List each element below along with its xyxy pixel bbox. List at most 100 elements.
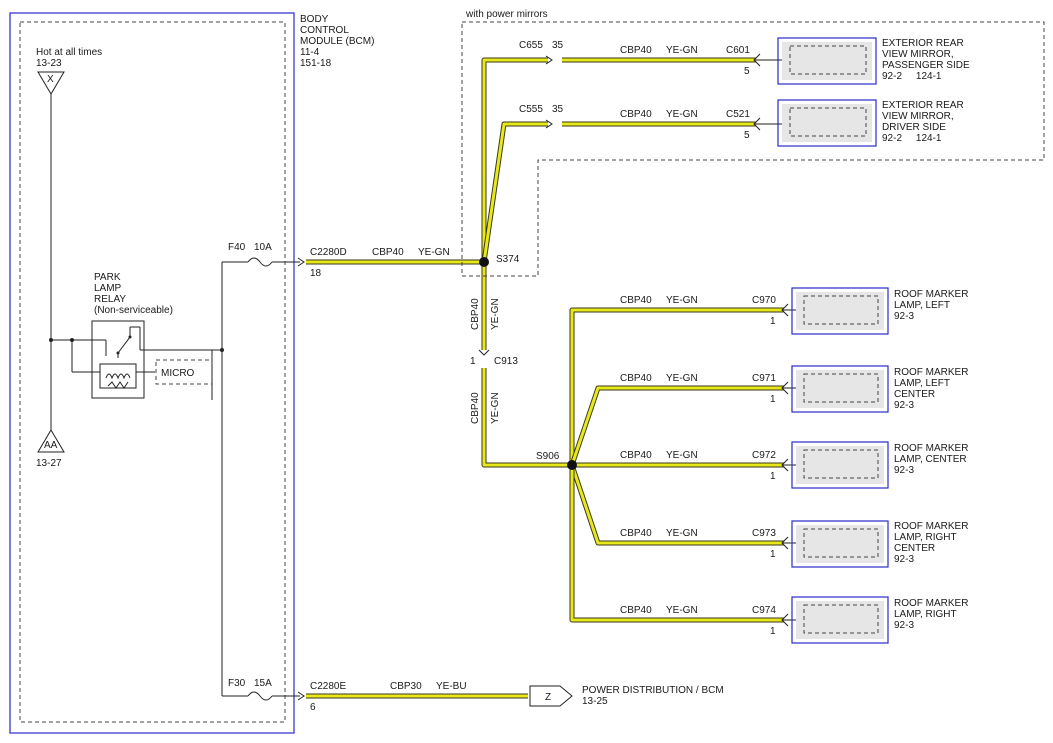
roof-lamp-right-center-name-1: ROOF MARKER [894,521,968,532]
wire-mirror-driver [481,121,756,263]
roof-lamp-right-name-2: LAMP, RIGHT [894,609,957,620]
power-distribution-ref: 13-25 [582,696,608,707]
roof-lamp-left-connector: C970 [752,295,776,306]
mirror-driver-circuit: CBP40 [620,109,652,120]
mirror-driver-name-3: DRIVER SIDE [882,122,946,133]
inline-c655-icon [545,55,553,65]
mirror-passenger-connector: C601 [726,45,750,56]
wire-lower-vert-color: YE-GN [490,392,501,424]
hot-label: Hot at all times [36,47,102,58]
roof-lamp-right-center-pin: 1 [770,549,776,560]
roof-lamp-right-center: CBP40 YE-GN C973 1 ROOF MARKER LAMP, RIG… [620,520,968,568]
relay-line-1: PARK [94,272,121,283]
power-mirrors-region [461,21,1045,277]
pin-c2280d-connector: C2280D [310,247,347,258]
fuse-f40-icon [222,257,300,267]
wire-main-vert-color: YE-GN [490,298,501,330]
inline-c555-icon [545,119,553,129]
relay-coil-icon [71,340,155,389]
micro-label: MICRO [161,368,195,379]
roof-lamp-right-center-color: YE-GN [666,528,698,539]
mirror-driver-ref: 92-2 124-1 [882,133,942,144]
mirror-passenger-circuit: CBP40 [620,45,652,56]
bcm-module-box [9,12,295,734]
pin-c2280d-arrow-icon [297,257,305,267]
wire-mirror-passenger [481,57,756,262]
ground-connector-icon: AA [37,429,65,453]
pin-c2280e-circuit: CBP30 [390,681,422,692]
roof-lamp-right-ref: 92-3 [894,620,914,631]
pin-c2280e-connector: C2280E [310,681,346,692]
mirror-passenger-name-2: VIEW MIRROR, [882,49,954,60]
bcm-name-line-2: CONTROL [300,25,349,36]
splice-s906 [567,460,577,470]
roof-lamp-left-center-name-3: CENTER [894,389,935,400]
splice-s374 [479,257,489,267]
bcm-ref-1: 11-4 [300,47,320,58]
power-mirrors-label: with power mirrors [465,9,548,20]
roof-lamp-center-connector: C972 [752,450,776,461]
roof-lamp-right-name-1: ROOF MARKER [894,598,968,609]
power-distribution-label: POWER DISTRIBUTION / BCM [582,685,724,696]
pin-c2280e-pin: 6 [310,702,316,713]
splice-s906-label: S906 [536,451,560,462]
roof-lamp-center: CBP40 YE-GN C972 1 ROOF MARKER LAMP, CEN… [620,441,968,489]
relay-line-3: RELAY [94,294,126,305]
mirror-passenger-inline: C655 [519,40,543,51]
svg-text:Z: Z [545,692,551,703]
roof-lamp-center-ref: 92-3 [894,465,914,476]
roof-lamp-left-center-pin: 1 [770,394,776,405]
svg-text:AA: AA [44,440,58,451]
micro-box [155,359,213,385]
roof-lamp-right-circuit: CBP40 [620,605,652,616]
pin-c2280e-color: YE-BU [436,681,467,692]
wire-roof-1 [569,307,784,465]
fuse-f40-id: F40 [228,242,246,253]
roof-lamp-center-name-1: ROOF MARKER [894,443,968,454]
pin-c2280d-color: YE-GN [418,247,450,258]
roof-lamp-center-color: YE-GN [666,450,698,461]
roof-lamp-left: CBP40 YE-GN C970 1 ROOF MARKER LAMP, LEF… [620,287,968,335]
ground-ref: 13-27 [36,458,62,469]
fuse-f30-icon [222,691,300,701]
roof-lamp-left-name-1: ROOF MARKER [894,289,968,300]
mirror-passenger-ref: 92-2 124-1 [882,71,942,82]
wire-roof-2 [569,385,784,466]
roof-lamp-right-center-connector: C973 [752,528,776,539]
wire-cbp40-main [306,259,487,350]
fuse-f30-amps: 15A [254,678,272,689]
mirror-passenger-inline-pin: 35 [552,40,564,51]
wire-roof-4 [569,464,784,546]
mirror-passenger-name-1: EXTERIOR REAR [882,38,964,49]
pin-c2280d-pin: 18 [310,268,322,279]
roof-lamp-left-center-circuit: CBP40 [620,373,652,384]
hot-ref: 13-23 [36,58,62,69]
roof-lamp-right-center-name-3: CENTER [894,543,935,554]
relay-line-4: (Non-serviceable) [94,305,173,316]
roof-lamp-right-color: YE-GN [666,605,698,616]
power-distribution-connector-icon: Z [529,685,573,707]
mirror-driver-inline-pin: 35 [552,104,564,115]
c913-arrow-icon [478,349,490,356]
roof-lamp-left-color: YE-GN [666,295,698,306]
mirror-driver-inline: C555 [519,104,543,115]
roof-lamp-left-center-name-2: LAMP, LEFT [894,378,950,389]
roof-lamp-left-center-color: YE-GN [666,373,698,384]
pin-c2280e-arrow-icon [297,691,305,701]
roof-lamp-right-connector: C974 [752,605,776,616]
roof-lamp-right-center-ref: 92-3 [894,554,914,565]
roof-lamp-right: CBP40 YE-GN C974 1 ROOF MARKER LAMP, RIG… [620,596,968,644]
roof-lamp-right-center-name-2: LAMP, RIGHT [894,532,957,543]
fuse-f30-id: F30 [228,678,246,689]
roof-lamp-center-name-2: LAMP, CENTER [894,454,967,465]
mirror-passenger-color: YE-GN [666,45,698,56]
relay-switch-icon [51,326,222,358]
pin-c2280d-circuit: CBP40 [372,247,404,258]
mirror-passenger-pin: 5 [744,66,750,77]
splice-s374-label: S374 [496,254,520,265]
bcm-name-line-1: BODY [300,14,329,25]
relay-line-2: LAMP [94,283,122,294]
svg-text:X: X [47,74,54,85]
roof-lamp-left-name-2: LAMP, LEFT [894,300,950,311]
